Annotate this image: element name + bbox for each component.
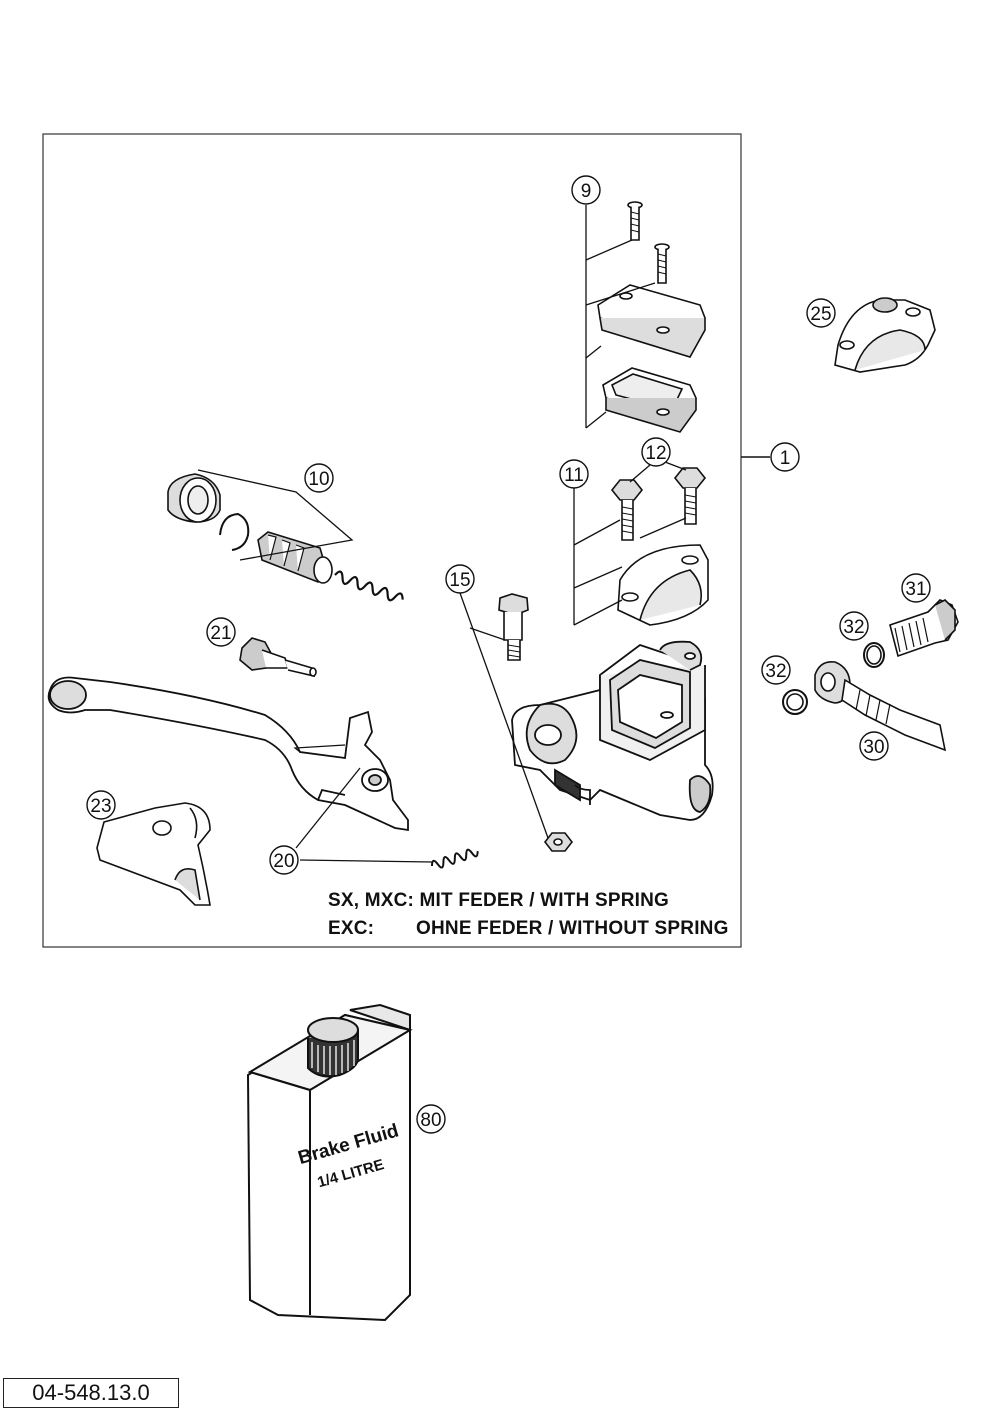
svg-text:12: 12 (645, 443, 666, 464)
callout-9: 9 (571, 175, 601, 205)
svg-text:15: 15 (449, 570, 470, 591)
callout-10: 10 (304, 463, 334, 493)
assembly-frame (42, 133, 742, 948)
note-without-spring: OHNE FEDER / WITHOUT SPRING (416, 918, 729, 939)
callout-32-upper: 32 (839, 611, 869, 641)
pivot-bolt (498, 593, 529, 661)
master-cylinder-body (511, 640, 714, 821)
callout-32-lower: 32 (761, 655, 791, 685)
lever-adjuster (239, 637, 317, 678)
callout-25: 25 (806, 298, 836, 328)
brake-fluid-bottle (246, 1003, 413, 1322)
callout-23: 23 (86, 790, 116, 820)
svg-text:9: 9 (581, 181, 592, 202)
reservoir-cover-group (597, 201, 706, 433)
svg-text:32: 32 (765, 661, 786, 682)
callout-10-leaders (197, 469, 354, 561)
note-with-spring: SX, MXC: MIT FEDER / WITH SPRING (328, 890, 669, 911)
svg-text:25: 25 (810, 304, 831, 325)
callout-21: 21 (206, 617, 236, 647)
lever-guard (96, 802, 211, 906)
callout-11: 11 (559, 459, 589, 489)
svg-text:20: 20 (273, 851, 294, 872)
svg-text:21: 21 (210, 623, 231, 644)
handlebar-clamp-spare (834, 297, 936, 373)
callout-9-leaders (585, 205, 656, 429)
svg-text:11: 11 (564, 465, 584, 486)
callout-30: 30 (859, 731, 889, 761)
svg-text:32: 32 (843, 617, 864, 638)
clamp-bolts (610, 467, 707, 541)
svg-text:10: 10 (308, 469, 329, 490)
cover-screw-lower (654, 243, 670, 284)
callout-15: 15 (445, 564, 475, 594)
callout-11-12-leaders (573, 461, 687, 626)
clamp-bolt-right (673, 467, 707, 525)
callout-80: 80 (416, 1104, 446, 1134)
svg-text:30: 30 (863, 737, 884, 758)
svg-text:23: 23 (90, 796, 111, 817)
brake-line-assembly (782, 599, 959, 752)
callout-20-leaders (295, 767, 433, 863)
callout-15-leaders (459, 592, 549, 839)
svg-text:31: 31 (905, 579, 926, 600)
svg-text:80: 80 (420, 1110, 441, 1131)
lever-spring (431, 848, 479, 869)
callout-20: 20 (269, 845, 299, 875)
pivot-nut (543, 832, 574, 852)
brake-lever (47, 676, 409, 832)
note-model-exc: EXC: (328, 918, 374, 939)
callout-1: 1 (741, 442, 800, 472)
cover-screw-upper (627, 201, 643, 241)
handlebar-clamp (617, 544, 709, 626)
document-number: 04-548.13.0 (3, 1378, 179, 1408)
callout-31: 31 (901, 573, 931, 603)
piston-kit (167, 473, 404, 602)
callout-12: 12 (641, 437, 671, 467)
svg-text:1: 1 (780, 448, 791, 469)
clamp-bolt-left (610, 479, 644, 541)
